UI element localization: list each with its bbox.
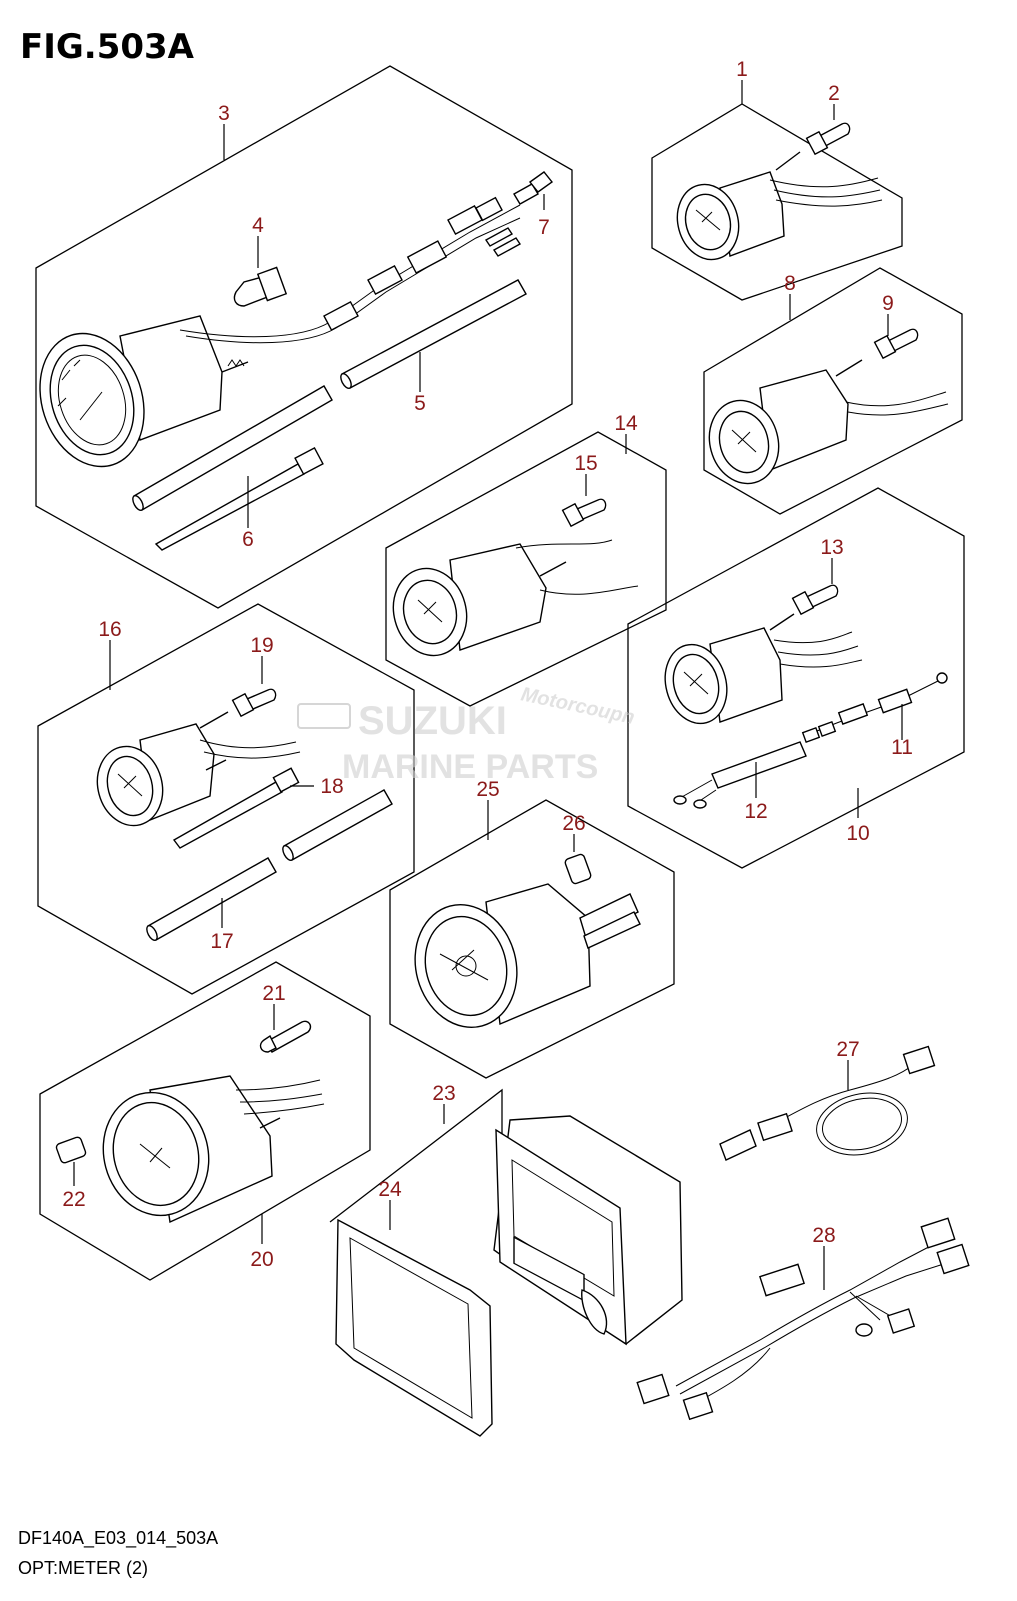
group-bracket-23	[329, 1088, 503, 1223]
sensor-harness-27	[719, 1045, 936, 1161]
callout-25: 25	[476, 778, 499, 801]
gauge-large-3	[39, 196, 522, 468]
group-box-14	[385, 431, 667, 707]
callout-2: 2	[828, 82, 840, 105]
callout-28: 28	[812, 1224, 835, 1247]
watermark-line: MARINE PARTS	[342, 748, 598, 786]
gauge-small-1	[676, 151, 883, 261]
leader-lines	[73, 80, 903, 1290]
plug-part-21	[259, 1020, 312, 1053]
callout-18: 18	[320, 775, 343, 798]
callout-1: 1	[736, 58, 748, 81]
cable-tie-part-6	[154, 446, 324, 551]
plug-part-7	[513, 171, 554, 205]
callout-15: 15	[574, 452, 597, 475]
group-box-16	[37, 603, 415, 995]
bulb-part-22	[55, 1136, 87, 1164]
callout-20: 20	[250, 1248, 273, 1271]
bezel-part-24	[335, 1218, 493, 1437]
gauge-small-14	[392, 539, 639, 657]
callout-22: 22	[62, 1188, 85, 1211]
bulb-part-19	[231, 688, 277, 718]
wire-harness-28	[636, 1217, 970, 1421]
cable-tie-part-18	[172, 767, 300, 849]
gauge-small-8	[708, 359, 949, 485]
gauge-large-25	[414, 883, 641, 1028]
callout-12: 12	[744, 800, 767, 823]
wire-part-11	[805, 672, 948, 737]
tube-part-17	[146, 789, 393, 942]
callout-17: 17	[210, 930, 233, 953]
group-box-10	[627, 487, 965, 869]
callout-4: 4	[252, 214, 264, 237]
callout-24: 24	[378, 1178, 402, 1201]
callouts: 3 1 2 4 7 5 6 8 9 14 15 13 11 12 10 16 1…	[62, 58, 913, 1271]
callout-3: 3	[218, 102, 230, 125]
callout-27: 27	[836, 1038, 859, 1061]
callout-14: 14	[614, 412, 638, 435]
bulb-part-4	[233, 266, 288, 307]
callout-6: 6	[242, 528, 254, 551]
callout-26: 26	[562, 812, 585, 835]
group-box-8	[703, 267, 963, 515]
bulb-part-2	[805, 122, 851, 156]
callout-21: 21	[262, 982, 285, 1005]
callout-16: 16	[98, 618, 121, 641]
watermark-brand: SUZUKI	[358, 699, 507, 743]
display-unit-23	[493, 1115, 683, 1346]
figure-caption: OPT:METER (2)	[18, 1558, 148, 1578]
bulb-part-13	[791, 584, 839, 616]
watermark-script: Motorcoupn	[519, 683, 637, 729]
callout-23: 23	[432, 1082, 455, 1105]
figure-title: FIG.503A	[20, 27, 195, 67]
callout-11: 11	[891, 736, 913, 759]
tube-part-5	[132, 279, 527, 512]
callout-13: 13	[820, 536, 843, 559]
group-box-3	[35, 65, 573, 609]
gauge-small-10	[664, 613, 863, 725]
wire-part-12	[673, 721, 837, 809]
bulb-part-9	[873, 328, 919, 360]
gauge-large-20	[102, 1075, 325, 1224]
callout-8: 8	[784, 272, 796, 295]
bulb-part-26	[564, 853, 592, 885]
callout-5: 5	[414, 392, 426, 415]
group-box-20	[39, 961, 371, 1281]
bulb-part-15	[561, 498, 607, 528]
callout-9: 9	[882, 292, 894, 315]
watermark: SUZUKI MARINE PARTS Motorcoupn	[297, 683, 637, 786]
callout-19: 19	[250, 634, 273, 657]
callout-10: 10	[846, 822, 869, 845]
gauge-small-16	[96, 711, 301, 827]
group-box-25	[389, 799, 675, 1079]
figure-code: DF140A_E03_014_503A	[18, 1528, 218, 1549]
callout-7: 7	[538, 216, 550, 239]
